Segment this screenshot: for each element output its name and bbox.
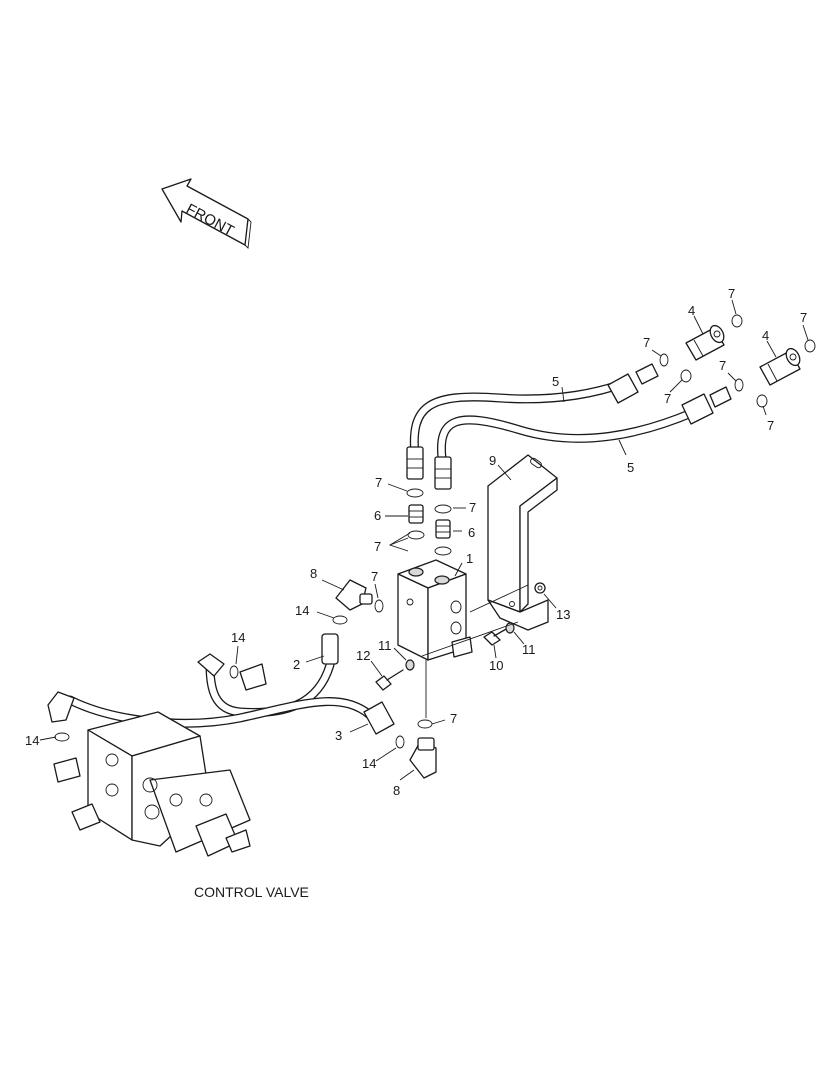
hose-fitting-lower-right (681, 386, 732, 425)
quick-coupler-4-right (759, 347, 801, 386)
callout-7: 7 (643, 335, 650, 350)
callout-7: 7 (375, 475, 382, 490)
hose-fitting-right (434, 456, 452, 490)
callout-14: 14 (295, 603, 309, 618)
callout-11: 11 (378, 638, 392, 653)
bolt-10 (483, 627, 509, 646)
nut-13 (534, 582, 546, 594)
hose-5-lower (436, 407, 699, 463)
hose-fitting-upper-right (607, 363, 659, 404)
callout-7: 7 (800, 310, 807, 325)
adapter-6-right (435, 519, 451, 539)
callout-7: 7 (728, 286, 735, 301)
valve-block-1 (397, 559, 473, 661)
bracket-9 (487, 454, 558, 631)
callout-5: 5 (552, 374, 559, 389)
callout-labels: 7 4 7 7 7 4 7 7 5 5 9 7 7 6 6 7 1 8 7 14… (25, 286, 807, 798)
hose-3 (65, 695, 395, 735)
callout-4: 4 (762, 328, 769, 343)
callout-4: 4 (688, 303, 695, 318)
quick-coupler-4-left (685, 324, 725, 361)
callout-8: 8 (393, 783, 400, 798)
callout-7: 7 (719, 358, 726, 373)
callout-10: 10 (489, 658, 503, 673)
front-arrow: FRONT (161, 178, 252, 249)
callout-14: 14 (25, 733, 39, 748)
callout-1: 1 (466, 551, 473, 566)
callout-7: 7 (767, 418, 774, 433)
callout-7: 7 (664, 391, 671, 406)
o-rings (374, 314, 816, 729)
callout-7: 7 (374, 539, 381, 554)
elbow-8-lower (409, 737, 437, 779)
callout-14: 14 (362, 756, 376, 771)
adapter-6-left (408, 504, 424, 524)
control-valve-caption: CONTROL VALVE (194, 884, 309, 900)
callout-5: 5 (627, 460, 634, 475)
callout-2: 2 (293, 657, 300, 672)
hose-5-upper (409, 377, 633, 460)
callout-9: 9 (489, 453, 496, 468)
washers-11 (405, 622, 515, 671)
callout-14: 14 (231, 630, 245, 645)
hose-fitting-left (406, 446, 424, 480)
leader-lines (39, 299, 809, 781)
elbow-8-upper (335, 579, 373, 611)
callout-6: 6 (468, 525, 475, 540)
bolt-12 (375, 669, 404, 691)
callout-13: 13 (556, 607, 570, 622)
hose-end-elbow-left (47, 653, 267, 723)
callout-7: 7 (450, 711, 457, 726)
callout-7: 7 (371, 569, 378, 584)
callout-12: 12 (356, 648, 370, 663)
callout-3: 3 (335, 728, 342, 743)
callout-8: 8 (310, 566, 317, 581)
callout-11: 11 (522, 642, 536, 657)
callout-6: 6 (374, 508, 381, 523)
control-valve-assembly (53, 711, 251, 857)
callout-7: 7 (469, 500, 476, 515)
